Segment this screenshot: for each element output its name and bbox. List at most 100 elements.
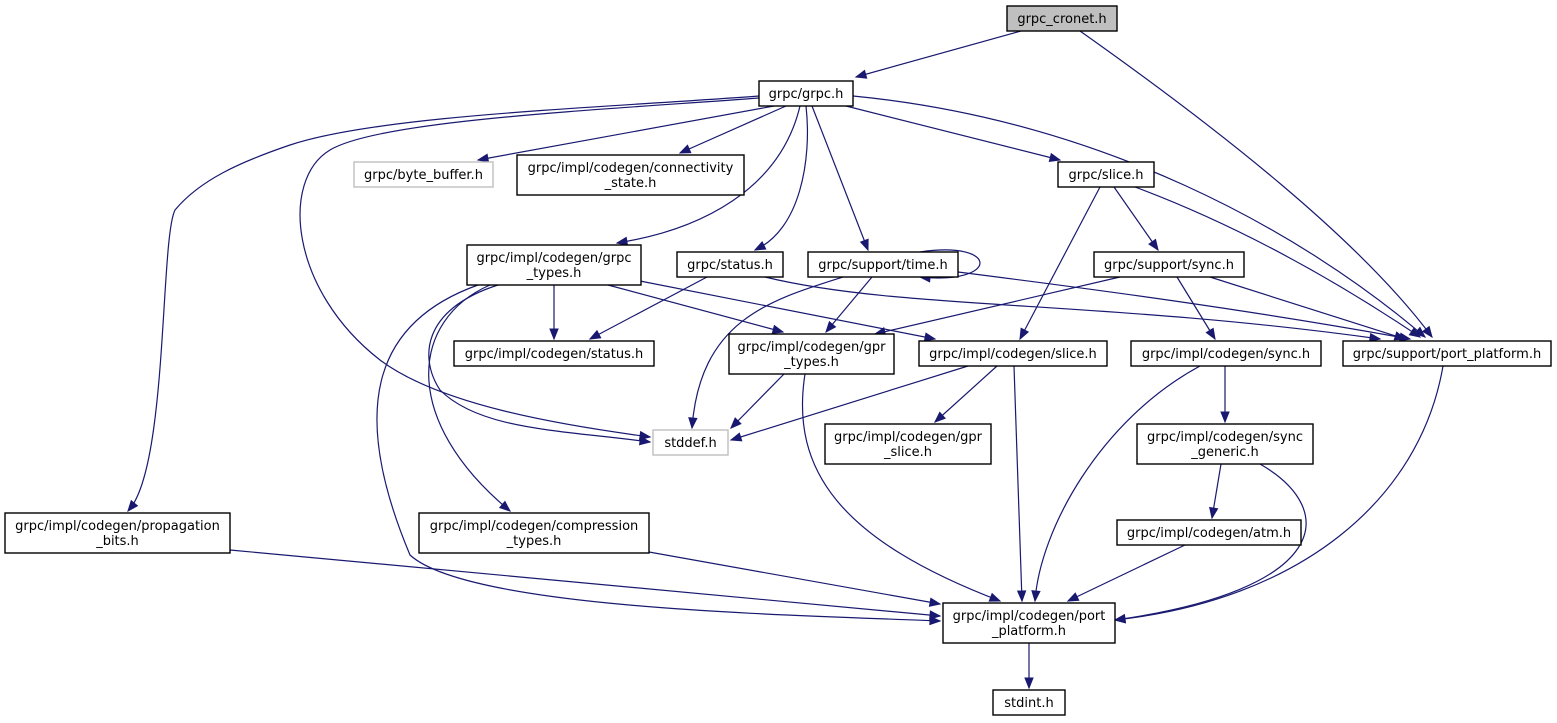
node-label: grpc/impl/codegen/gpr	[834, 430, 983, 445]
edge-arrowhead-icon	[923, 332, 937, 342]
node-label: grpc/impl/codegen/atm.h	[1127, 526, 1291, 541]
node-label: _types.h	[526, 266, 582, 281]
node-time[interactable]: grpc/support/time.h	[807, 251, 959, 278]
node-compression[interactable]: grpc/impl/codegen/compression_types.h	[418, 512, 650, 554]
node-port-platform[interactable]: grpc/support/port_platform.h	[1342, 340, 1552, 367]
node-cg-port-platform[interactable]: grpc/impl/codegen/port_platform.h	[942, 602, 1116, 644]
edge-grpc-to-grpc_types	[615, 105, 801, 246]
edge-line	[730, 373, 785, 429]
edge-arrowhead-icon	[1220, 411, 1230, 424]
edge-time-to-stddef	[688, 276, 844, 430]
node-sync[interactable]: grpc/support/sync.h	[1093, 251, 1245, 278]
node-box	[807, 251, 959, 278]
node-label: grpc/support/sync.h	[1104, 258, 1234, 273]
edge-time-to-gpr_types	[825, 276, 873, 334]
node-label: grpc/impl/codegen/connectivity	[528, 161, 734, 176]
edge-line	[428, 284, 511, 512]
node-label: _state.h	[604, 176, 657, 191]
node-label: grpc/impl/codegen/grpc	[476, 251, 631, 266]
node-gpr-types[interactable]: grpc/impl/codegen/gpr_types.h	[728, 333, 895, 375]
edge-arrowhead-icon	[588, 329, 602, 340]
node-box	[1093, 251, 1245, 278]
edge-line	[764, 276, 1381, 340]
node-label: grpc/support/port_platform.h	[1353, 347, 1541, 362]
node-atm[interactable]: grpc/impl/codegen/atm.h	[1116, 519, 1302, 546]
edge-arrowhead-icon	[1024, 677, 1034, 690]
edge-line	[639, 280, 936, 340]
edge-gpr_types-to-stddef	[730, 373, 785, 429]
edge-grpc_types-to-compression	[428, 284, 512, 512]
node-slice[interactable]: grpc/slice.h	[1057, 161, 1155, 188]
edge-line	[1019, 186, 1101, 340]
node-box	[1116, 519, 1302, 546]
edge-arrowhead-icon	[825, 320, 837, 334]
edge-line	[229, 549, 941, 617]
edge-arrowhead-icon	[859, 238, 869, 252]
node-box	[652, 429, 729, 456]
edge-arrowhead-icon	[1066, 592, 1080, 602]
edge-arrowhead-icon	[753, 241, 767, 251]
edge-line	[607, 284, 784, 333]
edge-line	[1134, 186, 1421, 338]
edge-arrowhead-icon	[127, 499, 139, 513]
edge-line	[1114, 463, 1307, 621]
node-box	[453, 340, 655, 367]
edge-line	[679, 105, 787, 154]
edge-line	[1034, 365, 1201, 602]
edge-line	[825, 276, 873, 333]
edge-grpc-to-connectivity	[678, 105, 787, 154]
edge-arrowhead-icon	[678, 144, 692, 154]
node-box	[1130, 340, 1322, 367]
node-status[interactable]: grpc/status.h	[676, 251, 784, 278]
node-label: stdint.h	[1004, 696, 1053, 711]
edge-arrowhead-icon	[1048, 152, 1062, 163]
edge-line	[428, 284, 651, 443]
edge-atm-to-cg_port_platform	[1066, 544, 1186, 602]
node-box	[758, 80, 854, 107]
node-propagation[interactable]: grpc/impl/codegen/propagation_bits.h	[4, 512, 231, 554]
edge-line	[589, 276, 708, 340]
edge-arrowhead-icon	[1408, 327, 1422, 338]
node-label: _slice.h	[883, 445, 932, 460]
edge-arrowhead-icon	[729, 432, 743, 442]
node-stdint[interactable]: stdint.h	[992, 689, 1066, 716]
node-cg-slice[interactable]: grpc/impl/codegen/slice.h	[918, 340, 1108, 367]
node-label: _platform.h	[991, 624, 1066, 639]
edge-line	[957, 271, 1411, 340]
node-gpr-slice[interactable]: grpc/impl/codegen/gpr_slice.h	[824, 423, 992, 465]
node-grpc[interactable]: grpc/grpc.h	[758, 80, 854, 107]
edge-line	[801, 373, 1001, 602]
node-box	[676, 251, 784, 278]
edge-line	[754, 105, 809, 251]
node-box	[1006, 5, 1118, 32]
edge-arrowhead-icon	[1205, 327, 1216, 341]
edge-cronet-to-grpc	[854, 30, 1022, 79]
node-cg-status[interactable]: grpc/impl/codegen/status.h	[453, 340, 655, 367]
edge-line	[1114, 365, 1444, 621]
node-label: _generic.h	[1190, 445, 1258, 460]
node-label: grpc/impl/codegen/status.h	[465, 347, 643, 362]
edges-layer	[127, 30, 1444, 690]
node-sync-generic[interactable]: grpc/impl/codegen/sync_generic.h	[1136, 423, 1314, 465]
node-label: grpc/impl/codegen/compression	[430, 519, 639, 534]
nodes-layer: grpc_cronet.h grpc/grpc.h grpc/byte_buffer…	[4, 5, 1552, 716]
edge-port_platform-to-cg_port_platform	[1113, 365, 1444, 624]
edge-line	[852, 95, 1426, 338]
node-cronet[interactable]: grpc_cronet.h	[1006, 5, 1118, 32]
edge-arrowhead-icon	[854, 69, 868, 79]
node-cg-sync[interactable]: grpc/impl/codegen/sync.h	[1130, 340, 1322, 367]
node-box	[728, 333, 895, 375]
node-label: grpc_cronet.h	[1017, 12, 1106, 27]
node-box	[942, 602, 1116, 644]
edge-line	[811, 105, 869, 251]
node-byte-buffer[interactable]: grpc/byte_buffer.h	[353, 161, 494, 188]
node-connectivity[interactable]: grpc/impl/codegen/connectivity_state.h	[516, 154, 745, 196]
node-grpc-types[interactable]: grpc/impl/codegen/grpc_types.h	[466, 244, 642, 286]
node-stddef[interactable]: stddef.h	[652, 429, 729, 456]
edge-arrowhead-icon	[1421, 325, 1433, 339]
node-label: stddef.h	[664, 436, 716, 451]
edge-cg_sync-to-sync_generic	[1220, 366, 1230, 424]
node-box	[466, 244, 642, 286]
node-box	[1136, 423, 1314, 465]
edge-cg_slice-to-cg_port_platform	[1013, 365, 1027, 603]
